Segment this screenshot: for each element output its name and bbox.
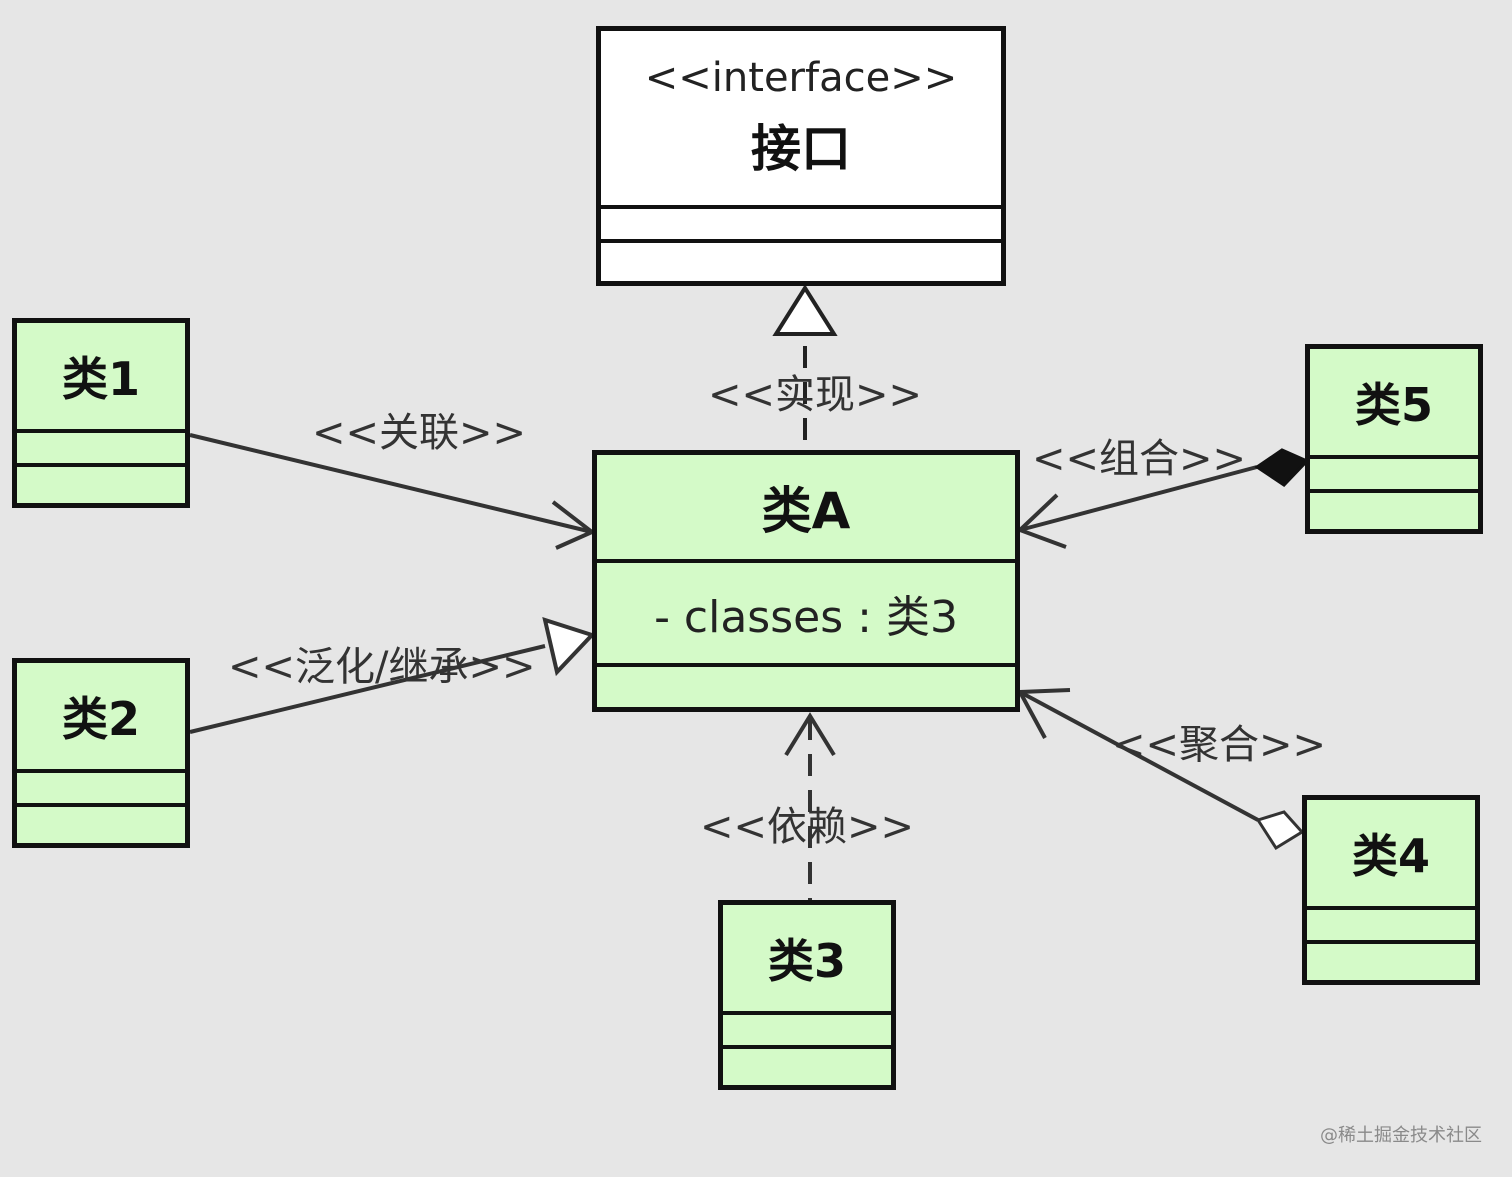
class-5-methods-compartment — [1310, 493, 1478, 529]
interface-name: 接口 — [751, 120, 851, 178]
class-3-attributes-compartment — [723, 1015, 891, 1049]
open-arrowhead — [784, 712, 836, 757]
interface-attributes-compartment — [601, 209, 1001, 243]
class-3-box[interactable]: 类3 — [718, 900, 896, 1090]
dependency-connector — [784, 712, 836, 900]
class-4-attributes-compartment — [1307, 910, 1475, 944]
class-a-attribute: - classes : 类3 — [654, 592, 958, 643]
class-2-box[interactable]: 类2 — [12, 658, 190, 848]
class-a-methods-compartment — [597, 667, 1015, 707]
class-5-name-compartment: 类5 — [1310, 349, 1478, 459]
class-2-attributes-compartment — [17, 773, 185, 807]
hollow-triangle-arrowhead — [542, 617, 596, 677]
class-4-methods-compartment — [1307, 944, 1475, 980]
class-1-attributes-compartment — [17, 433, 185, 467]
realization-connector — [772, 284, 838, 440]
interface-stereotype: <<interface>> — [644, 55, 958, 101]
realization-label: <<实现>> — [708, 372, 923, 418]
open-arrowhead — [1016, 493, 1067, 549]
interface-name-compartment: <<interface>> 接口 — [601, 31, 1001, 209]
class-2-name: 类2 — [61, 692, 140, 746]
class-2-methods-compartment — [17, 807, 185, 843]
watermark-text: @稀土掘金技术社区 — [1320, 1125, 1482, 1146]
class-3-name: 类3 — [767, 934, 846, 988]
interface-methods-compartment — [601, 243, 1001, 281]
hollow-triangle-arrowhead — [772, 284, 838, 336]
filled-diamond — [1254, 448, 1310, 487]
class-1-methods-compartment — [17, 467, 185, 503]
generalization-connector — [189, 617, 596, 734]
class-4-box[interactable]: 类4 — [1302, 795, 1480, 985]
class-4-name: 类4 — [1351, 829, 1430, 883]
class-a-name-compartment: 类A — [597, 455, 1015, 563]
interface-box[interactable]: <<interface>> 接口 — [596, 26, 1006, 286]
class-3-methods-compartment — [723, 1049, 891, 1085]
generalization-label: <<泛化/继承>> — [228, 644, 536, 690]
class-1-box[interactable]: 类1 — [12, 318, 190, 508]
class-3-name-compartment: 类3 — [723, 905, 891, 1015]
class-2-name-compartment: 类2 — [17, 663, 185, 773]
class-5-name: 类5 — [1354, 378, 1433, 432]
open-arrowhead — [1016, 688, 1071, 739]
class-a-box[interactable]: 类A - classes : 类3 — [592, 450, 1020, 712]
aggregation-label: <<聚合>> — [1112, 722, 1327, 768]
class-5-attributes-compartment — [1310, 459, 1478, 493]
class-a-name: 类A — [761, 482, 851, 540]
dependency-label: <<依赖>> — [700, 804, 915, 850]
class-4-name-compartment: 类4 — [1307, 800, 1475, 910]
composition-label: <<组合>> — [1032, 436, 1247, 482]
class-1-name: 类1 — [61, 352, 140, 406]
class-a-attributes-compartment: - classes : 类3 — [597, 563, 1015, 667]
class-1-name-compartment: 类1 — [17, 323, 185, 433]
hollow-diamond — [1255, 810, 1305, 851]
class-5-box[interactable]: 类5 — [1305, 344, 1483, 534]
association-label: <<关联>> — [312, 410, 527, 456]
